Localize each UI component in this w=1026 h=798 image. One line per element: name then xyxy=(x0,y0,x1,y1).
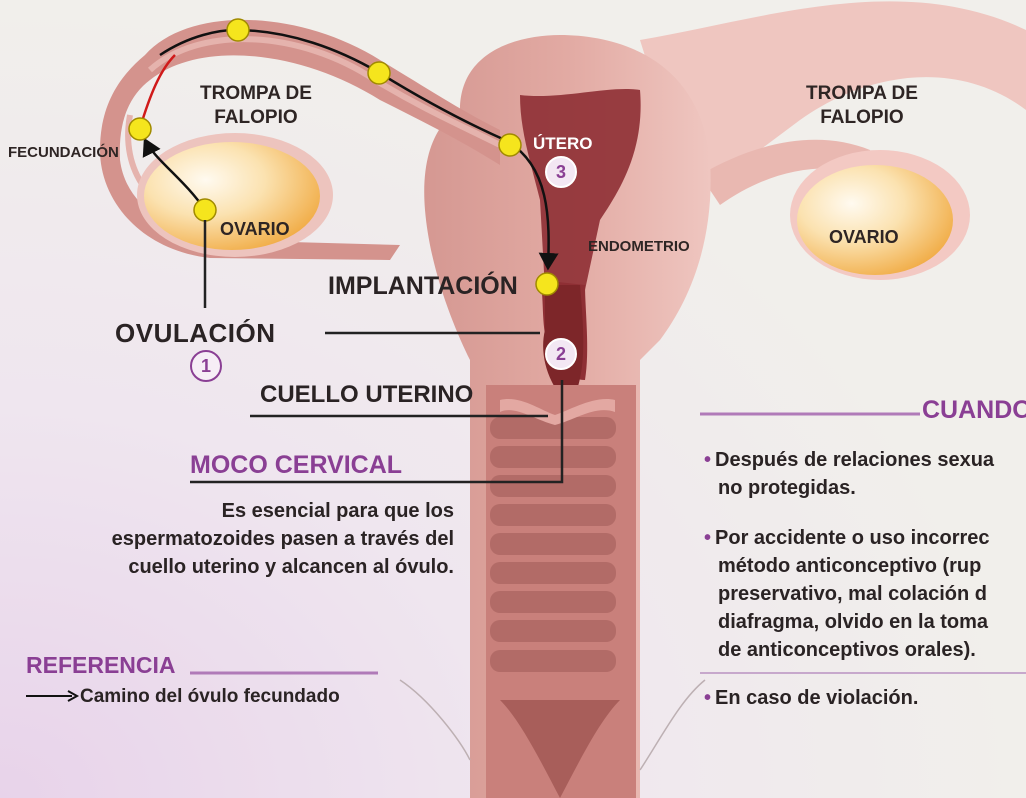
step-2-badge: 2 xyxy=(545,338,577,370)
when-bullet-2: •Por accidente o uso incorrec método ant… xyxy=(704,524,990,664)
reference-arrow-icon xyxy=(26,690,80,702)
bullet-line: diafragma, olvido en la toma xyxy=(718,611,989,633)
bullet-line: Después de relaciones sexua xyxy=(715,449,995,471)
step-1-badge: 1 xyxy=(190,350,222,382)
ovary-label-right: OVARIO xyxy=(829,227,899,247)
connector-lines xyxy=(190,220,564,484)
implantation-label: IMPLANTACIÓN xyxy=(328,272,518,300)
cervical-mucus-line: cuello uterino y alcancen al óvulo. xyxy=(128,556,454,578)
cervix-label: CUELLO UTERINO xyxy=(260,381,474,408)
bullet-dot-icon: • xyxy=(704,527,712,549)
reference-title: REFERENCIA xyxy=(26,652,176,678)
endometrium-label: ENDOMETRIO xyxy=(588,238,690,255)
step-3-badge: 3 xyxy=(545,156,577,188)
when-bullet-3: •En caso de violación. xyxy=(704,684,918,712)
fallopian-tube-label-right: TROMPA DE FALOPIO xyxy=(806,83,918,128)
fallopian-tube-label-left: TROMPA DE FALOPIO xyxy=(200,83,312,128)
ovum-markers xyxy=(128,18,559,296)
left-ovary-shape xyxy=(137,133,333,257)
ovary-label-left: OVARIO xyxy=(220,219,290,239)
when-title: CUANDO xyxy=(922,396,1026,424)
bullet-line: En caso de violación. xyxy=(715,687,919,709)
reference-arrow-text: Camino del óvulo fecundado xyxy=(80,686,340,707)
cervical-mucus-text: Es esencial para que los espermatozoides… xyxy=(40,497,454,581)
when-bullet-1: •Después de relaciones sexua no protegid… xyxy=(704,446,994,502)
bullet-line: método anticonceptivo (rup xyxy=(718,555,982,577)
ovulation-label: OVULACIÓN xyxy=(115,318,276,348)
cervical-mucus-line: espermatozoides pasen a través del xyxy=(111,528,454,550)
uterus-label: ÚTERO xyxy=(533,134,593,153)
cervical-mucus-title: MOCO CERVICAL xyxy=(190,451,403,479)
bullet-line: no protegidas. xyxy=(718,477,856,499)
bullet-line: Por accidente o uso incorrec xyxy=(715,527,990,549)
right-ovary-shape xyxy=(790,150,970,280)
bullet-dot-icon: • xyxy=(704,687,712,709)
bullet-dot-icon: • xyxy=(704,449,712,471)
cervical-mucus-line: Es esencial para que los xyxy=(221,500,454,522)
decorative-lines xyxy=(190,412,1026,771)
bullet-line: preservativo, mal colación d xyxy=(718,583,987,605)
fecundation-label: FECUNDACIÓN xyxy=(8,144,119,161)
right-fallopian-tube xyxy=(640,1,1026,205)
bullet-line: de anticonceptivos orales). xyxy=(718,639,976,661)
